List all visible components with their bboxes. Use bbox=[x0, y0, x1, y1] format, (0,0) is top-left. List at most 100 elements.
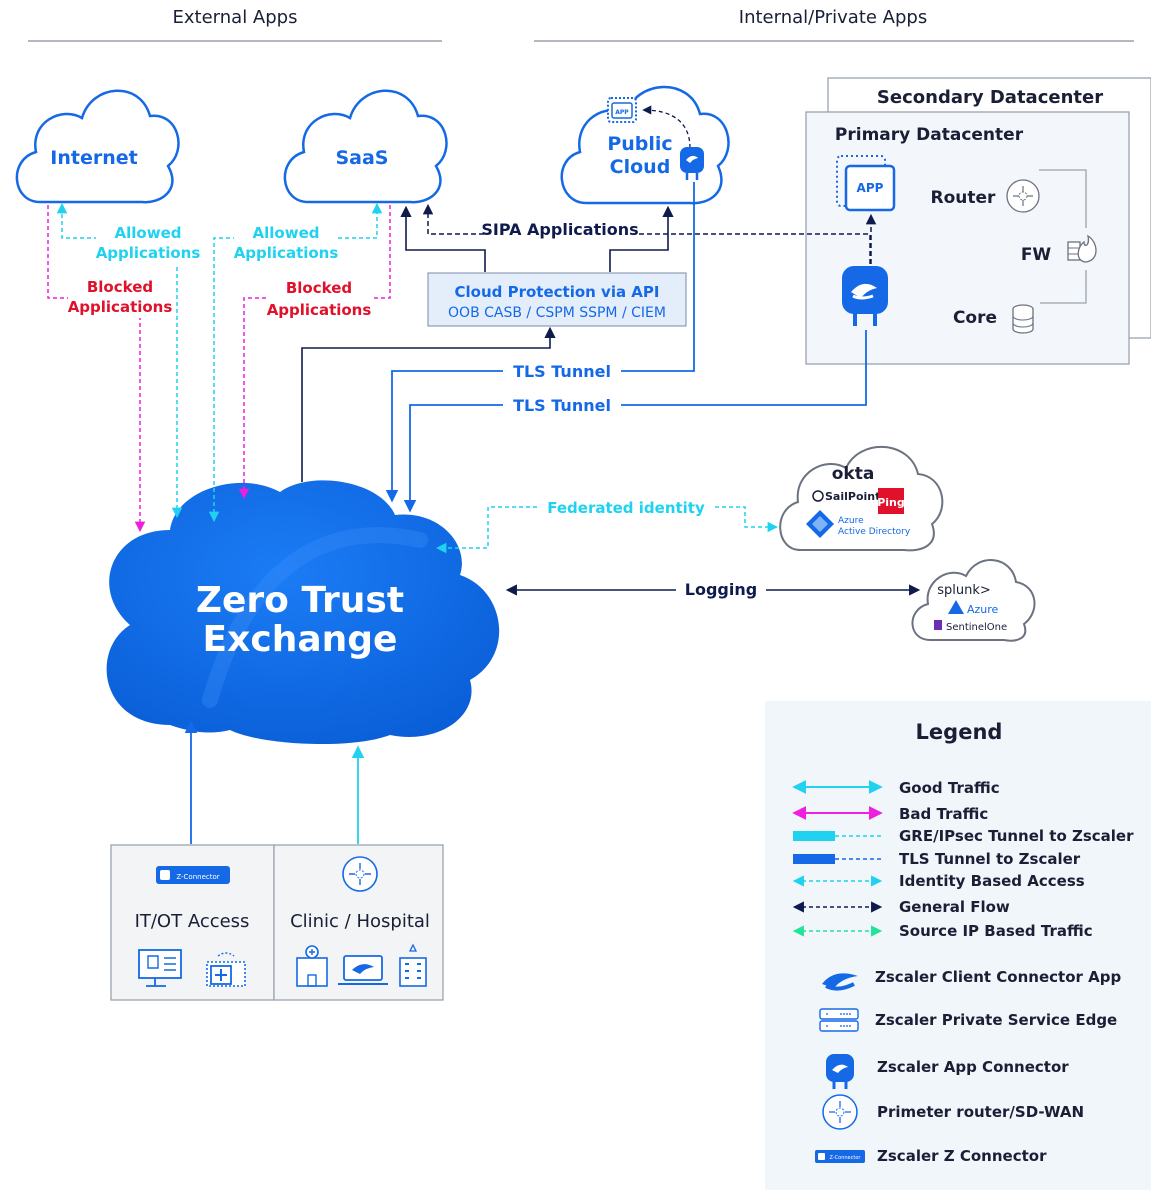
federated-identity-label: Federated identity bbox=[547, 499, 705, 517]
core-database-icon bbox=[1012, 304, 1034, 334]
sentinelone-logo-icon bbox=[934, 620, 942, 630]
clinic-hospital-label: Clinic / Hospital bbox=[290, 911, 430, 932]
legend-gre-swatch-bar bbox=[793, 831, 835, 841]
logging-label: Logging bbox=[685, 580, 757, 599]
zero-trust-exchange-cloud[interactable]: Zero Trust Exchange bbox=[106, 480, 500, 745]
saas-cloud[interactable]: SaaS bbox=[283, 89, 448, 204]
tls-tunnel-label-2: TLS Tunnel bbox=[513, 396, 611, 415]
legend-z-connector-icon: Z-Connector bbox=[815, 1150, 865, 1163]
router-label: Router bbox=[931, 188, 997, 208]
firewall-icon bbox=[1067, 234, 1097, 263]
cloud-protection-subtitle: OOB CASB / CSPM SSPM / CIEM bbox=[448, 305, 666, 321]
saas-allowed-label-2: Applications bbox=[234, 244, 339, 262]
legend-general-flow-label: General Flow bbox=[899, 898, 1010, 916]
laptop-client-connector-icon bbox=[338, 955, 388, 985]
legend-good-traffic-label: Good Traffic bbox=[899, 779, 1000, 797]
fw-core-link bbox=[1040, 270, 1087, 304]
legend-panel: Legend Good Traffic Bad Traffic GRE/IPse… bbox=[765, 701, 1151, 1190]
legend-z-connector-label: Zscaler Z Connector bbox=[877, 1147, 1047, 1165]
fw-label: FW bbox=[1021, 245, 1052, 265]
legend-router-sdwan-label: Primeter router/SD-WAN bbox=[877, 1103, 1084, 1121]
it-ot-access-site[interactable]: Z-Connector IT/OT Access bbox=[110, 844, 275, 1001]
sdwan-router-icon bbox=[342, 856, 378, 892]
splunk-logo-text: splunk> bbox=[937, 583, 991, 598]
saas-label: SaaS bbox=[335, 147, 388, 169]
zte-to-cloud-protection bbox=[301, 326, 556, 482]
legend-title: Legend bbox=[916, 720, 1003, 744]
core-label: Core bbox=[953, 308, 997, 328]
datacenter-app-icon: APP bbox=[836, 155, 896, 212]
z-connector-badge-text: Z-Connector bbox=[176, 873, 219, 881]
saas-allowed-label-1: Allowed bbox=[253, 224, 320, 242]
hospital-building-icon bbox=[399, 943, 427, 987]
public-cloud-label-2: Cloud bbox=[610, 156, 671, 178]
internet-cloud[interactable]: Internet bbox=[15, 89, 180, 204]
public-cloud[interactable]: Public Cloud APP bbox=[560, 85, 730, 205]
it-ot-access-label: IT/OT Access bbox=[135, 911, 250, 932]
zte-watermark-swoosh bbox=[202, 527, 428, 708]
clinic-hospital-site[interactable]: Clinic / Hospital bbox=[273, 844, 444, 1001]
clinic-building-icon bbox=[296, 945, 328, 987]
legend-client-connector-icon bbox=[822, 973, 858, 991]
legend-identity-label: Identity Based Access bbox=[899, 872, 1085, 890]
router-fw-link bbox=[1039, 169, 1087, 228]
legend-gre-label: GRE/IPsec Tunnel to Zscaler bbox=[899, 827, 1134, 845]
medical-device-icon bbox=[206, 952, 246, 987]
federated-identity-flow bbox=[435, 506, 779, 554]
ping-logo bbox=[878, 488, 904, 514]
legend-router-sdwan-icon bbox=[822, 1094, 858, 1130]
sentinelone-logo-text: SentinelOne bbox=[946, 622, 1007, 633]
public-cloud-label-1: Public bbox=[607, 133, 672, 155]
legend-app-connector-icon bbox=[826, 1054, 854, 1089]
sailpoint-logo-text: SailPoint bbox=[825, 490, 880, 503]
okta-logo-text: okta bbox=[832, 464, 875, 484]
legend-z-connector-badge-text: Z-Connector bbox=[830, 1155, 862, 1161]
legend-private-service-edge-label: Zscaler Private Service Edge bbox=[875, 1011, 1117, 1029]
ping-logo-text: Ping bbox=[877, 496, 905, 509]
zte-title-1: Zero Trust bbox=[196, 580, 404, 621]
cloud-protection-box[interactable]: Cloud Protection via API OOB CASB / CSPM… bbox=[400, 205, 687, 327]
internet-label: Internet bbox=[50, 147, 137, 169]
saas-blocked-label-2: Applications bbox=[267, 301, 372, 319]
legend-client-connector-label: Zscaler Client Connector App bbox=[875, 968, 1121, 986]
external-apps-header: External Apps bbox=[173, 7, 298, 28]
logging-targets-cloud[interactable]: splunk> Azure SentinelOne bbox=[911, 559, 1036, 642]
legend-private-service-edge-icon bbox=[819, 1008, 859, 1032]
internet-allowed-label-2: Applications bbox=[96, 244, 201, 262]
azure-logo-text: Azure bbox=[967, 603, 999, 616]
saas-blocked-label-1: Blocked bbox=[286, 279, 352, 297]
primary-datacenter: Primary Datacenter APP Router FW bbox=[805, 111, 1130, 365]
z-connector-icon: Z-Connector bbox=[156, 866, 230, 884]
workstation-icon bbox=[138, 949, 182, 987]
legend-source-ip-label: Source IP Based Traffic bbox=[899, 922, 1093, 940]
internet-blocked-label-2: Applications bbox=[68, 298, 173, 316]
app-icon: APP bbox=[607, 97, 637, 123]
sipa-label: SIPA Applications bbox=[481, 220, 638, 239]
tls-tunnel-datacenter bbox=[403, 330, 867, 513]
internal-apps-header: Internal/Private Apps bbox=[739, 7, 927, 28]
legend-bad-traffic-label: Bad Traffic bbox=[899, 805, 988, 823]
datacenter-app-text: APP bbox=[857, 181, 884, 195]
legend-tls-label: TLS Tunnel to Zscaler bbox=[899, 850, 1081, 868]
legend-tls-swatch-bar bbox=[793, 854, 835, 864]
datacenter-app-connector-icon bbox=[842, 266, 888, 326]
saas-flows bbox=[208, 202, 391, 523]
internet-allowed-label-1: Allowed bbox=[115, 224, 182, 242]
sipa-flow bbox=[422, 203, 871, 264]
router-icon bbox=[1006, 179, 1040, 213]
app-connector-icon bbox=[680, 147, 704, 180]
tls-tunnel-label-1: TLS Tunnel bbox=[513, 362, 611, 381]
azure-logo-icon bbox=[948, 600, 964, 614]
azure-ad-icon bbox=[806, 510, 834, 538]
app-badge-text: APP bbox=[615, 109, 629, 116]
azure-ad-label-2: Active Directory bbox=[838, 527, 911, 537]
secondary-datacenter-label: Secondary Datacenter bbox=[877, 87, 1103, 108]
azure-ad-label-1: Azure bbox=[838, 516, 864, 526]
identity-providers-cloud[interactable]: okta SailPoint Ping Azure Active Directo… bbox=[779, 445, 944, 552]
legend-app-connector-label: Zscaler App Connector bbox=[877, 1058, 1069, 1076]
cloud-protection-title: Cloud Protection via API bbox=[455, 283, 660, 301]
zte-title-2: Exchange bbox=[203, 619, 398, 660]
internet-blocked-label-1: Blocked bbox=[87, 278, 153, 296]
internet-flows bbox=[47, 202, 183, 533]
